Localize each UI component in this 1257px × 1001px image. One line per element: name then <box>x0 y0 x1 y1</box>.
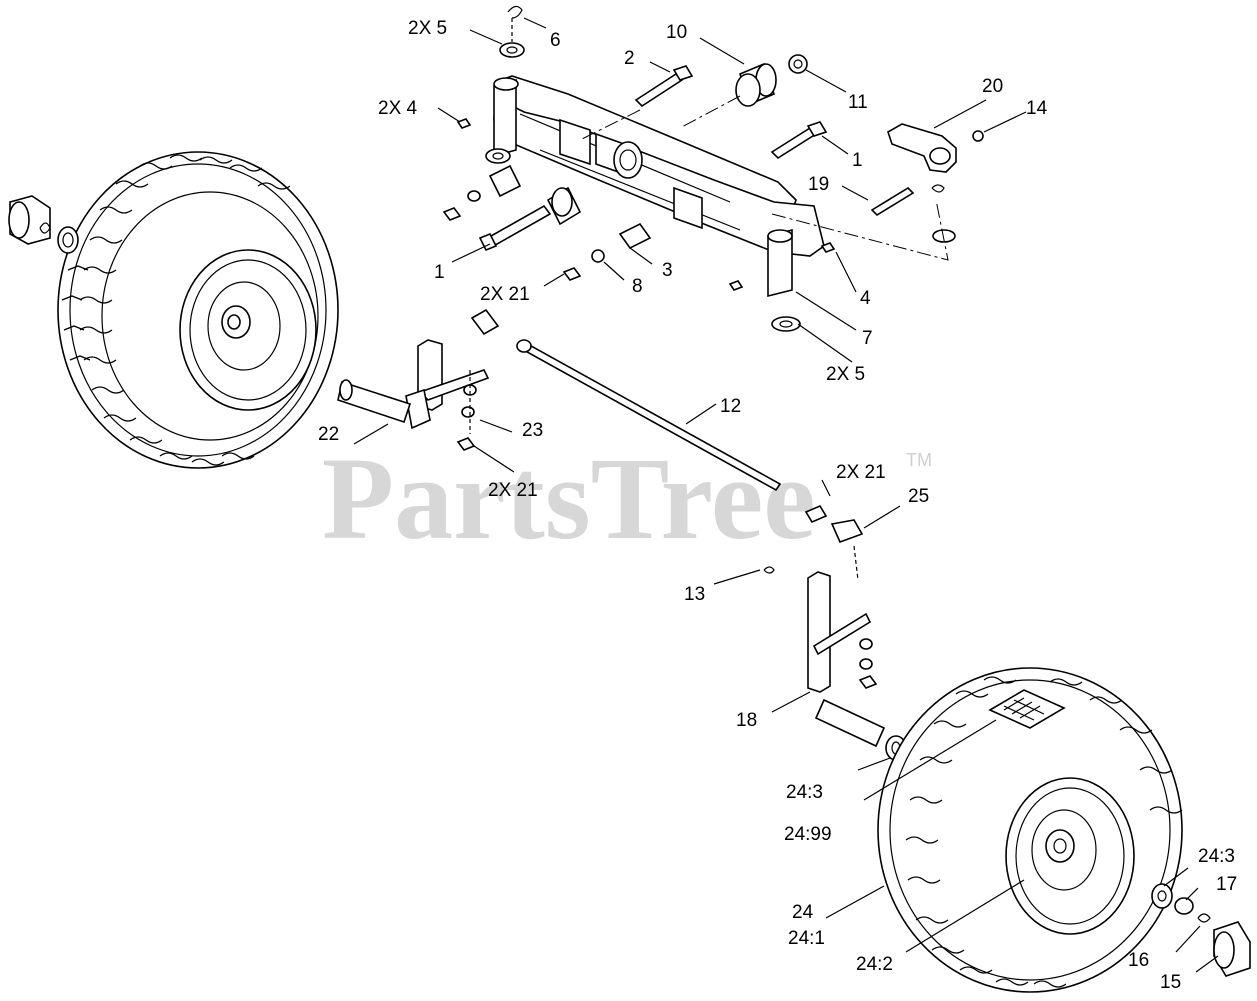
callout-24: 24 <box>792 902 814 923</box>
nut-11 <box>788 54 808 74</box>
callout-10: 10 <box>666 22 687 43</box>
callout-23: 23 <box>522 420 543 441</box>
callout-24-99: 24:99 <box>784 824 832 845</box>
callout-24-1: 24:1 <box>788 928 825 949</box>
callout-21-c: 2X 21 <box>836 462 886 483</box>
pivot-pin-hardware <box>456 5 836 332</box>
callout-17: 17 <box>1216 874 1237 895</box>
callout-21-b: 2X 21 <box>488 480 538 501</box>
callout-19: 19 <box>808 174 829 195</box>
callout-11: 11 <box>848 92 868 113</box>
callout-6: 6 <box>550 30 561 51</box>
callout-22: 22 <box>318 424 339 445</box>
callout-12: 12 <box>720 396 741 417</box>
callout-25: 25 <box>908 486 929 507</box>
callout-4-right: 4 <box>860 288 871 309</box>
bolt-2 <box>634 65 694 108</box>
bushing-10 <box>735 62 777 107</box>
callout-4-top: 2X 4 <box>378 98 418 119</box>
callout-1-left: 1 <box>434 262 445 283</box>
right-wheel-24 <box>877 667 1183 993</box>
left-hub-parts <box>8 195 79 254</box>
left-bushing-hardware <box>442 164 652 281</box>
right-hub-parts <box>1151 883 1251 977</box>
callout-20: 20 <box>982 76 1003 97</box>
watermark-trademark: TM <box>906 450 932 470</box>
callout-8: 8 <box>632 276 643 297</box>
callout-24-3-a: 24:3 <box>786 782 823 803</box>
front-axle-beam <box>493 75 825 298</box>
callout-13: 13 <box>684 584 705 605</box>
callout-18: 18 <box>736 710 757 731</box>
callout-5-top: 2X 5 <box>408 18 447 39</box>
callout-24-2: 24:2 <box>856 954 893 975</box>
right-spindle-18 <box>763 566 907 761</box>
callout-2: 2 <box>624 48 635 69</box>
left-spindle-22 <box>337 339 490 451</box>
callout-5-bottom: 2X 5 <box>826 364 865 385</box>
callout-3: 3 <box>662 260 673 281</box>
bolt-1-right <box>770 121 828 160</box>
callout-7: 7 <box>862 328 873 349</box>
callout-1-right: 1 <box>852 150 863 171</box>
steering-arm-20 <box>870 123 984 243</box>
callout-15: 15 <box>1160 972 1181 993</box>
callout-24-3-b: 24:3 <box>1198 846 1235 867</box>
callout-16: 16 <box>1128 950 1149 971</box>
left-wheel <box>57 151 339 469</box>
tie-rod-12 <box>470 308 864 581</box>
leader-lines <box>353 17 1219 973</box>
callout-21-a: 2X 21 <box>480 284 530 305</box>
callout-14: 14 <box>1026 98 1048 119</box>
watermark-brand: PartsTree <box>322 433 816 564</box>
